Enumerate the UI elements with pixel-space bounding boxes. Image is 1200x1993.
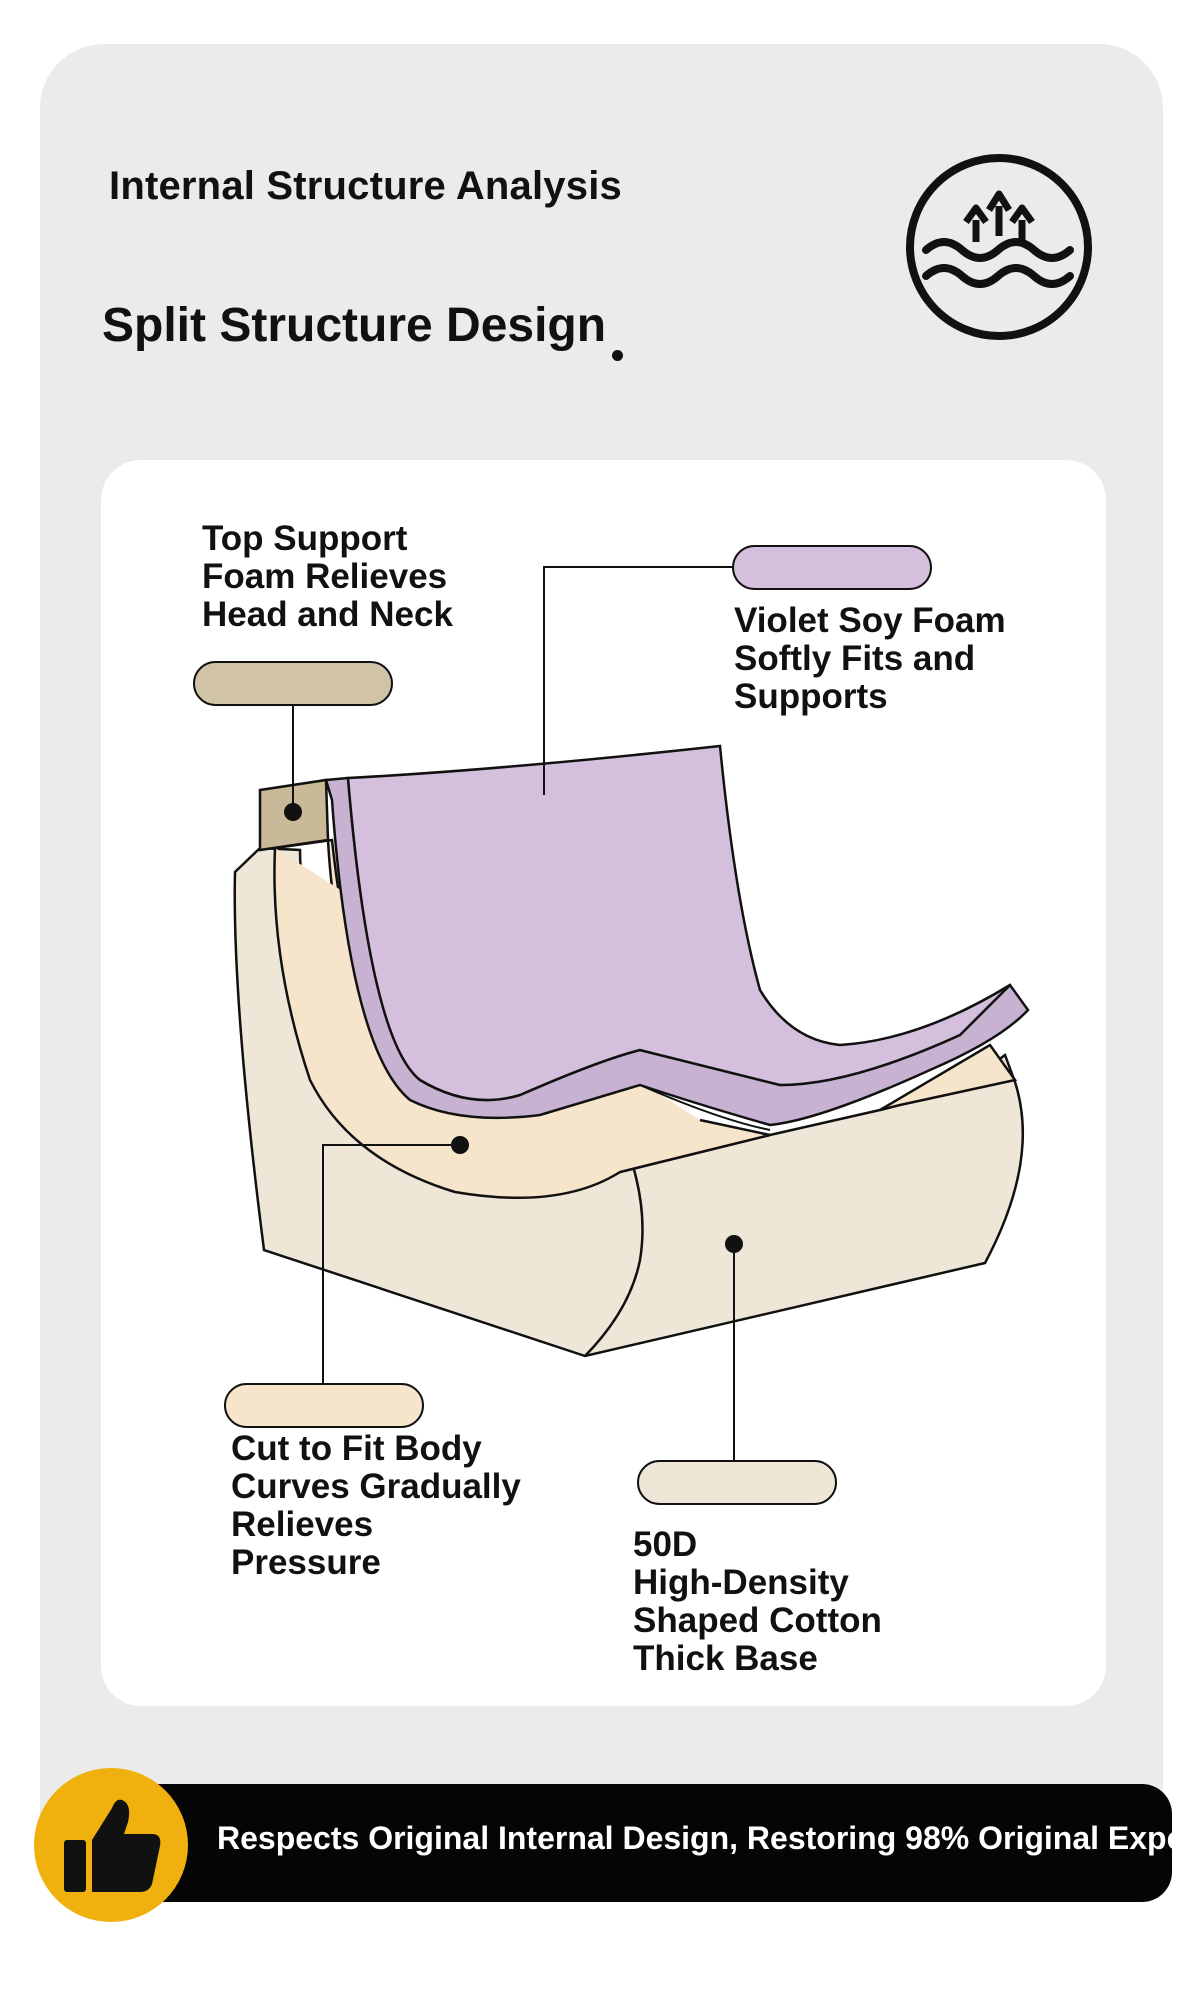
section-subtitle: Split Structure Design	[102, 299, 607, 352]
cut-to-fit-swatch	[224, 1383, 424, 1428]
base-swatch	[637, 1460, 837, 1505]
top-support-label: Top Support Foam Relieves Head and Neck	[202, 519, 453, 634]
heat-rising-waves-icon	[906, 154, 1092, 340]
footer-text: Respects Original Internal Design, Resto…	[217, 1820, 1172, 1856]
top-support-swatch	[193, 661, 393, 706]
marker-top-support	[284, 803, 302, 821]
section-title: Internal Structure Analysis	[109, 164, 622, 208]
cut-to-fit-label: Cut to Fit Body Curves Gradually Relieve…	[231, 1429, 521, 1582]
marker-cut-to-fit	[451, 1136, 469, 1154]
marker-base	[725, 1235, 743, 1253]
leader-violet-foam	[543, 566, 733, 795]
base-label: 50D High-Density Shaped Cotton Thick Bas…	[633, 1525, 882, 1678]
violet-foam-swatch	[732, 545, 932, 590]
decorative-dot	[612, 350, 623, 361]
leader-cut-to-fit	[322, 1144, 460, 1383]
thumbs-up-icon	[34, 1768, 188, 1922]
violet-foam-label: Violet Soy Foam Softly Fits and Supports	[734, 601, 1006, 716]
footer-banner: Respects Original Internal Design, Resto…	[150, 1784, 1172, 1902]
